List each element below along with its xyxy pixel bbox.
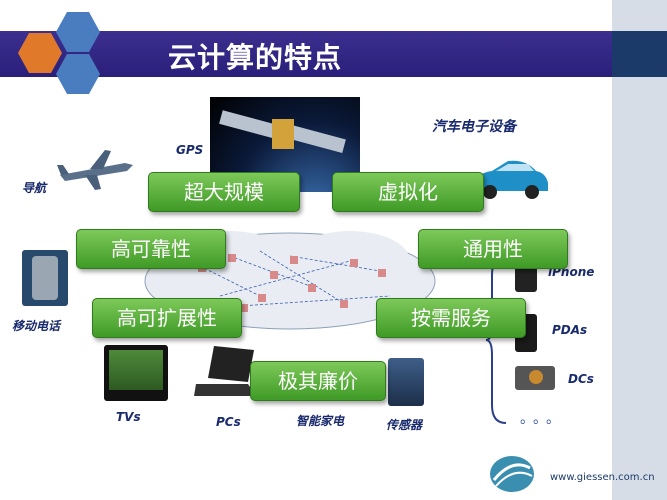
satellite-icon xyxy=(219,110,346,154)
pdas-label: PDAs xyxy=(552,323,588,337)
tvs-label: TVs xyxy=(116,410,141,424)
pcs-label: PCs xyxy=(216,415,241,429)
feature-on-demand: 按需服务 xyxy=(376,298,526,338)
sensors-label: 传感器 xyxy=(386,418,423,432)
feature-generality: 通用性 xyxy=(418,229,568,269)
giessen-logo-icon xyxy=(490,456,534,492)
brace-icon xyxy=(485,256,507,424)
mobile-label: 移动电话 xyxy=(12,319,61,333)
feature-large-scale: 超大规模 xyxy=(148,172,300,212)
side-panel xyxy=(612,0,667,500)
ellipsis: 。。。 xyxy=(520,411,566,427)
appliances-label: 智能家电 xyxy=(296,414,345,428)
car-electronics-label: 汽车电子设备 xyxy=(432,119,516,135)
feature-scalability: 高可扩展性 xyxy=(92,298,242,338)
car-icon xyxy=(474,160,548,199)
iphone-icon xyxy=(515,262,537,292)
dcs-label: DCs xyxy=(568,372,594,386)
side-panel-accent xyxy=(612,31,667,77)
feature-low-cost: 极其廉价 xyxy=(250,361,386,401)
feature-virtualization: 虚拟化 xyxy=(332,172,484,212)
page-title: 云计算的特点 xyxy=(168,41,343,74)
title-bar xyxy=(0,31,612,77)
tv-icon xyxy=(104,345,168,401)
feature-high-reliability: 高可靠性 xyxy=(76,229,226,269)
airplane-icon xyxy=(57,150,133,190)
footer-url[interactable]: www.giessen.com.cn xyxy=(550,472,655,483)
gps-label: GPS xyxy=(176,143,204,157)
camera-icon xyxy=(515,366,555,390)
mobile-phone-icon xyxy=(22,250,68,306)
navigation-label: 导航 xyxy=(22,181,47,195)
laptop-icon xyxy=(194,346,256,396)
sensor-icon xyxy=(388,358,424,406)
